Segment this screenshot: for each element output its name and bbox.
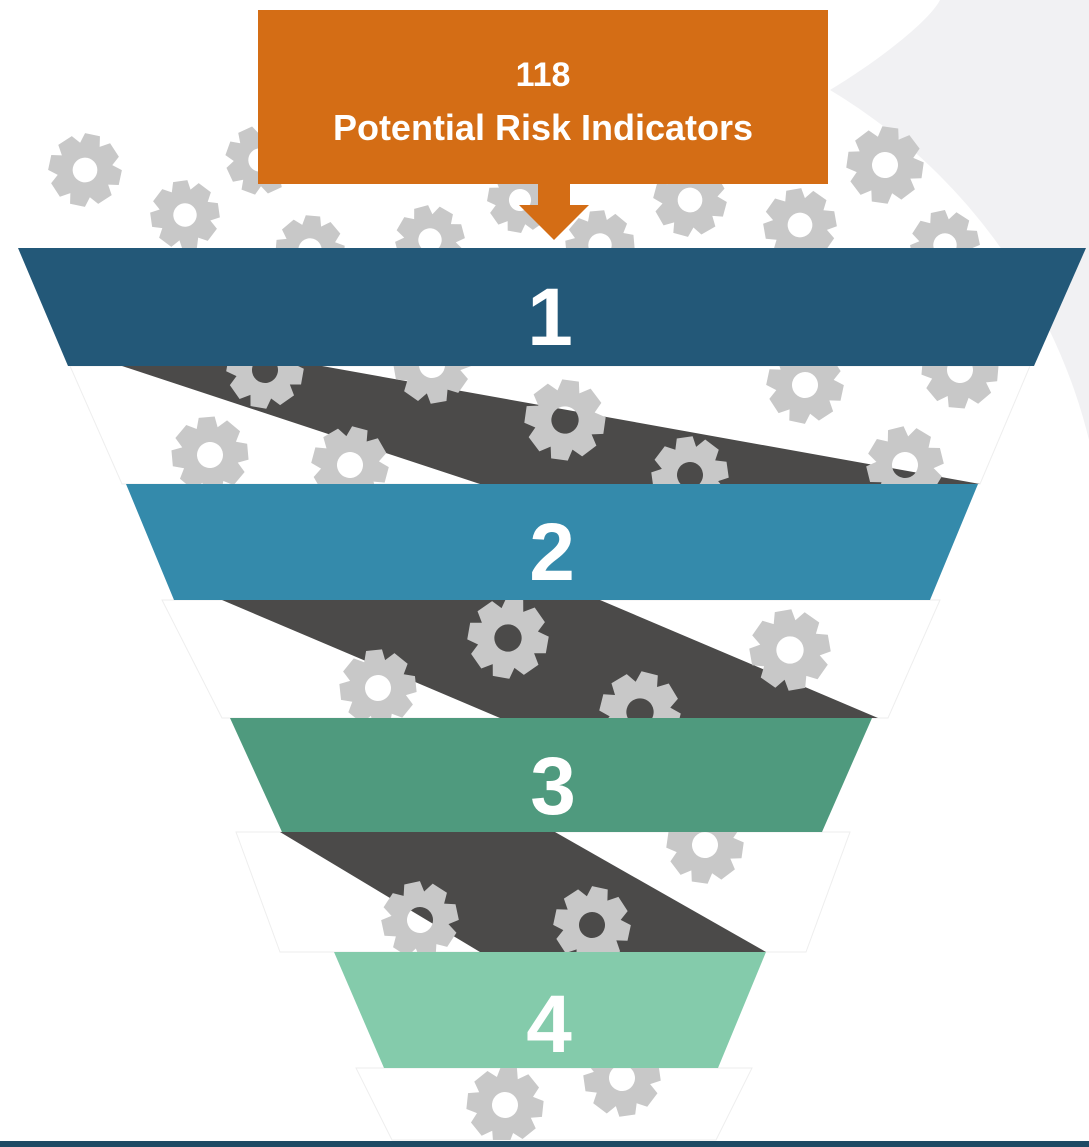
funnel-band-2: 2: [126, 484, 978, 600]
funnel-band-1: 1: [18, 248, 1086, 366]
indicator-count: 118: [516, 56, 571, 94]
header-box: [258, 10, 828, 184]
funnel-band-3: 3: [230, 718, 872, 832]
gear-icon: [146, 176, 224, 248]
stage-number-4: 4: [526, 979, 572, 1070]
footer-bar: [0, 1141, 1089, 1147]
indicator-label: Potential Risk Indicators: [333, 107, 753, 148]
gear-chute: [222, 600, 878, 718]
header-callout: 118 Potential Risk Indicators: [258, 10, 828, 240]
gear-icon: [42, 127, 128, 213]
funnel-section-1: [69, 365, 1031, 485]
stage-number-1: 1: [527, 272, 573, 363]
gear-chute: [280, 832, 766, 952]
stage-number-3: 3: [530, 741, 576, 832]
stage-number-2: 2: [529, 507, 575, 598]
down-arrow-icon: [519, 184, 589, 240]
background-swoosh: [830, 0, 1089, 440]
funnel-band-4: 4: [334, 952, 766, 1070]
